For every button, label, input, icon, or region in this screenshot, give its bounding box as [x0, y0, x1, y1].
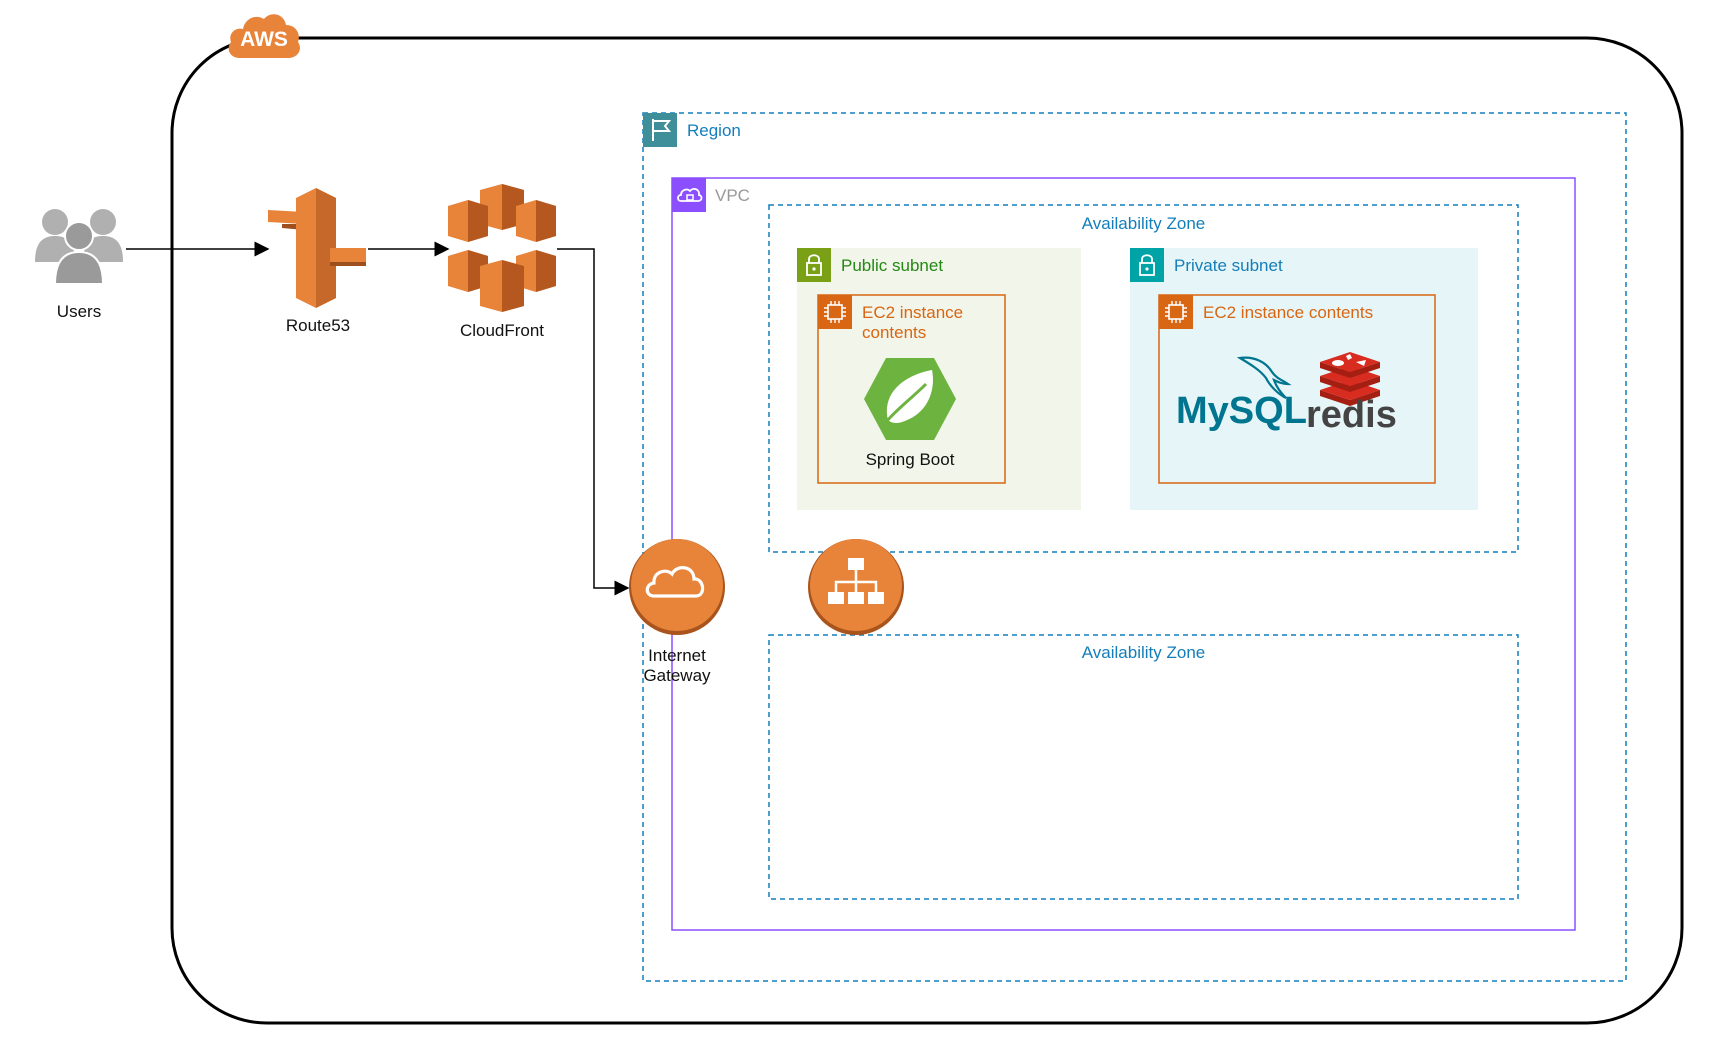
private-ec2-box: [1158, 294, 1436, 484]
route53-icon: [268, 188, 368, 308]
public-ec2-label-line2: contents: [862, 323, 927, 342]
az-bottom-label: Availability Zone: [1081, 643, 1206, 662]
cloudfront-to-igw-arrow: [557, 248, 630, 596]
public-ec2-box: [817, 294, 1006, 484]
spring-leaf-icon: [862, 356, 958, 442]
private-ec2-label: EC2 instance contents: [1203, 303, 1374, 322]
az-top-label: Availability Zone: [1081, 214, 1206, 233]
region-flag-icon: [643, 113, 677, 147]
cloudfront-icon: [446, 184, 558, 312]
private-subnet-label: Private subnet: [1174, 256, 1283, 275]
chip-icon: [818, 295, 852, 329]
vpc-label: VPC: [715, 186, 750, 205]
redis-logo: redis: [1306, 394, 1397, 436]
region-label: Region: [687, 121, 741, 140]
aws-cloud-icon: AWS: [226, 8, 302, 60]
private-subnet-area: [1130, 248, 1478, 510]
region-boundary: [642, 112, 1627, 982]
igw-label-line1: Internet: [648, 646, 706, 665]
public-ec2-label-line1: EC2 instance: [862, 303, 964, 322]
igw-label-line2: Gateway: [643, 666, 711, 685]
az-bottom-boundary: [768, 634, 1519, 900]
dolphin-icon: [1236, 354, 1292, 402]
aws-badge-text: AWS: [240, 28, 288, 51]
load-balancer-icon: [807, 538, 905, 636]
route53-label: Route53: [285, 316, 351, 335]
users-icon: [31, 204, 127, 292]
spring-label: Spring Boot: [865, 450, 955, 469]
redis-stack-icon: [1316, 350, 1384, 406]
users-label: Users: [56, 302, 102, 321]
public-subnet-label: Public subnet: [841, 256, 944, 275]
az-top-boundary: [768, 204, 1519, 553]
cloudfront-label: CloudFront: [459, 321, 545, 340]
internet-gateway-icon: [628, 538, 726, 636]
lock-icon: [1130, 248, 1164, 282]
vpc-cloud-icon: [672, 178, 706, 212]
chip-icon: [1159, 295, 1193, 329]
mysql-logo: MySQL: [1176, 390, 1307, 432]
aws-cloud-boundary: [170, 36, 1684, 1025]
lock-icon: [797, 248, 831, 282]
